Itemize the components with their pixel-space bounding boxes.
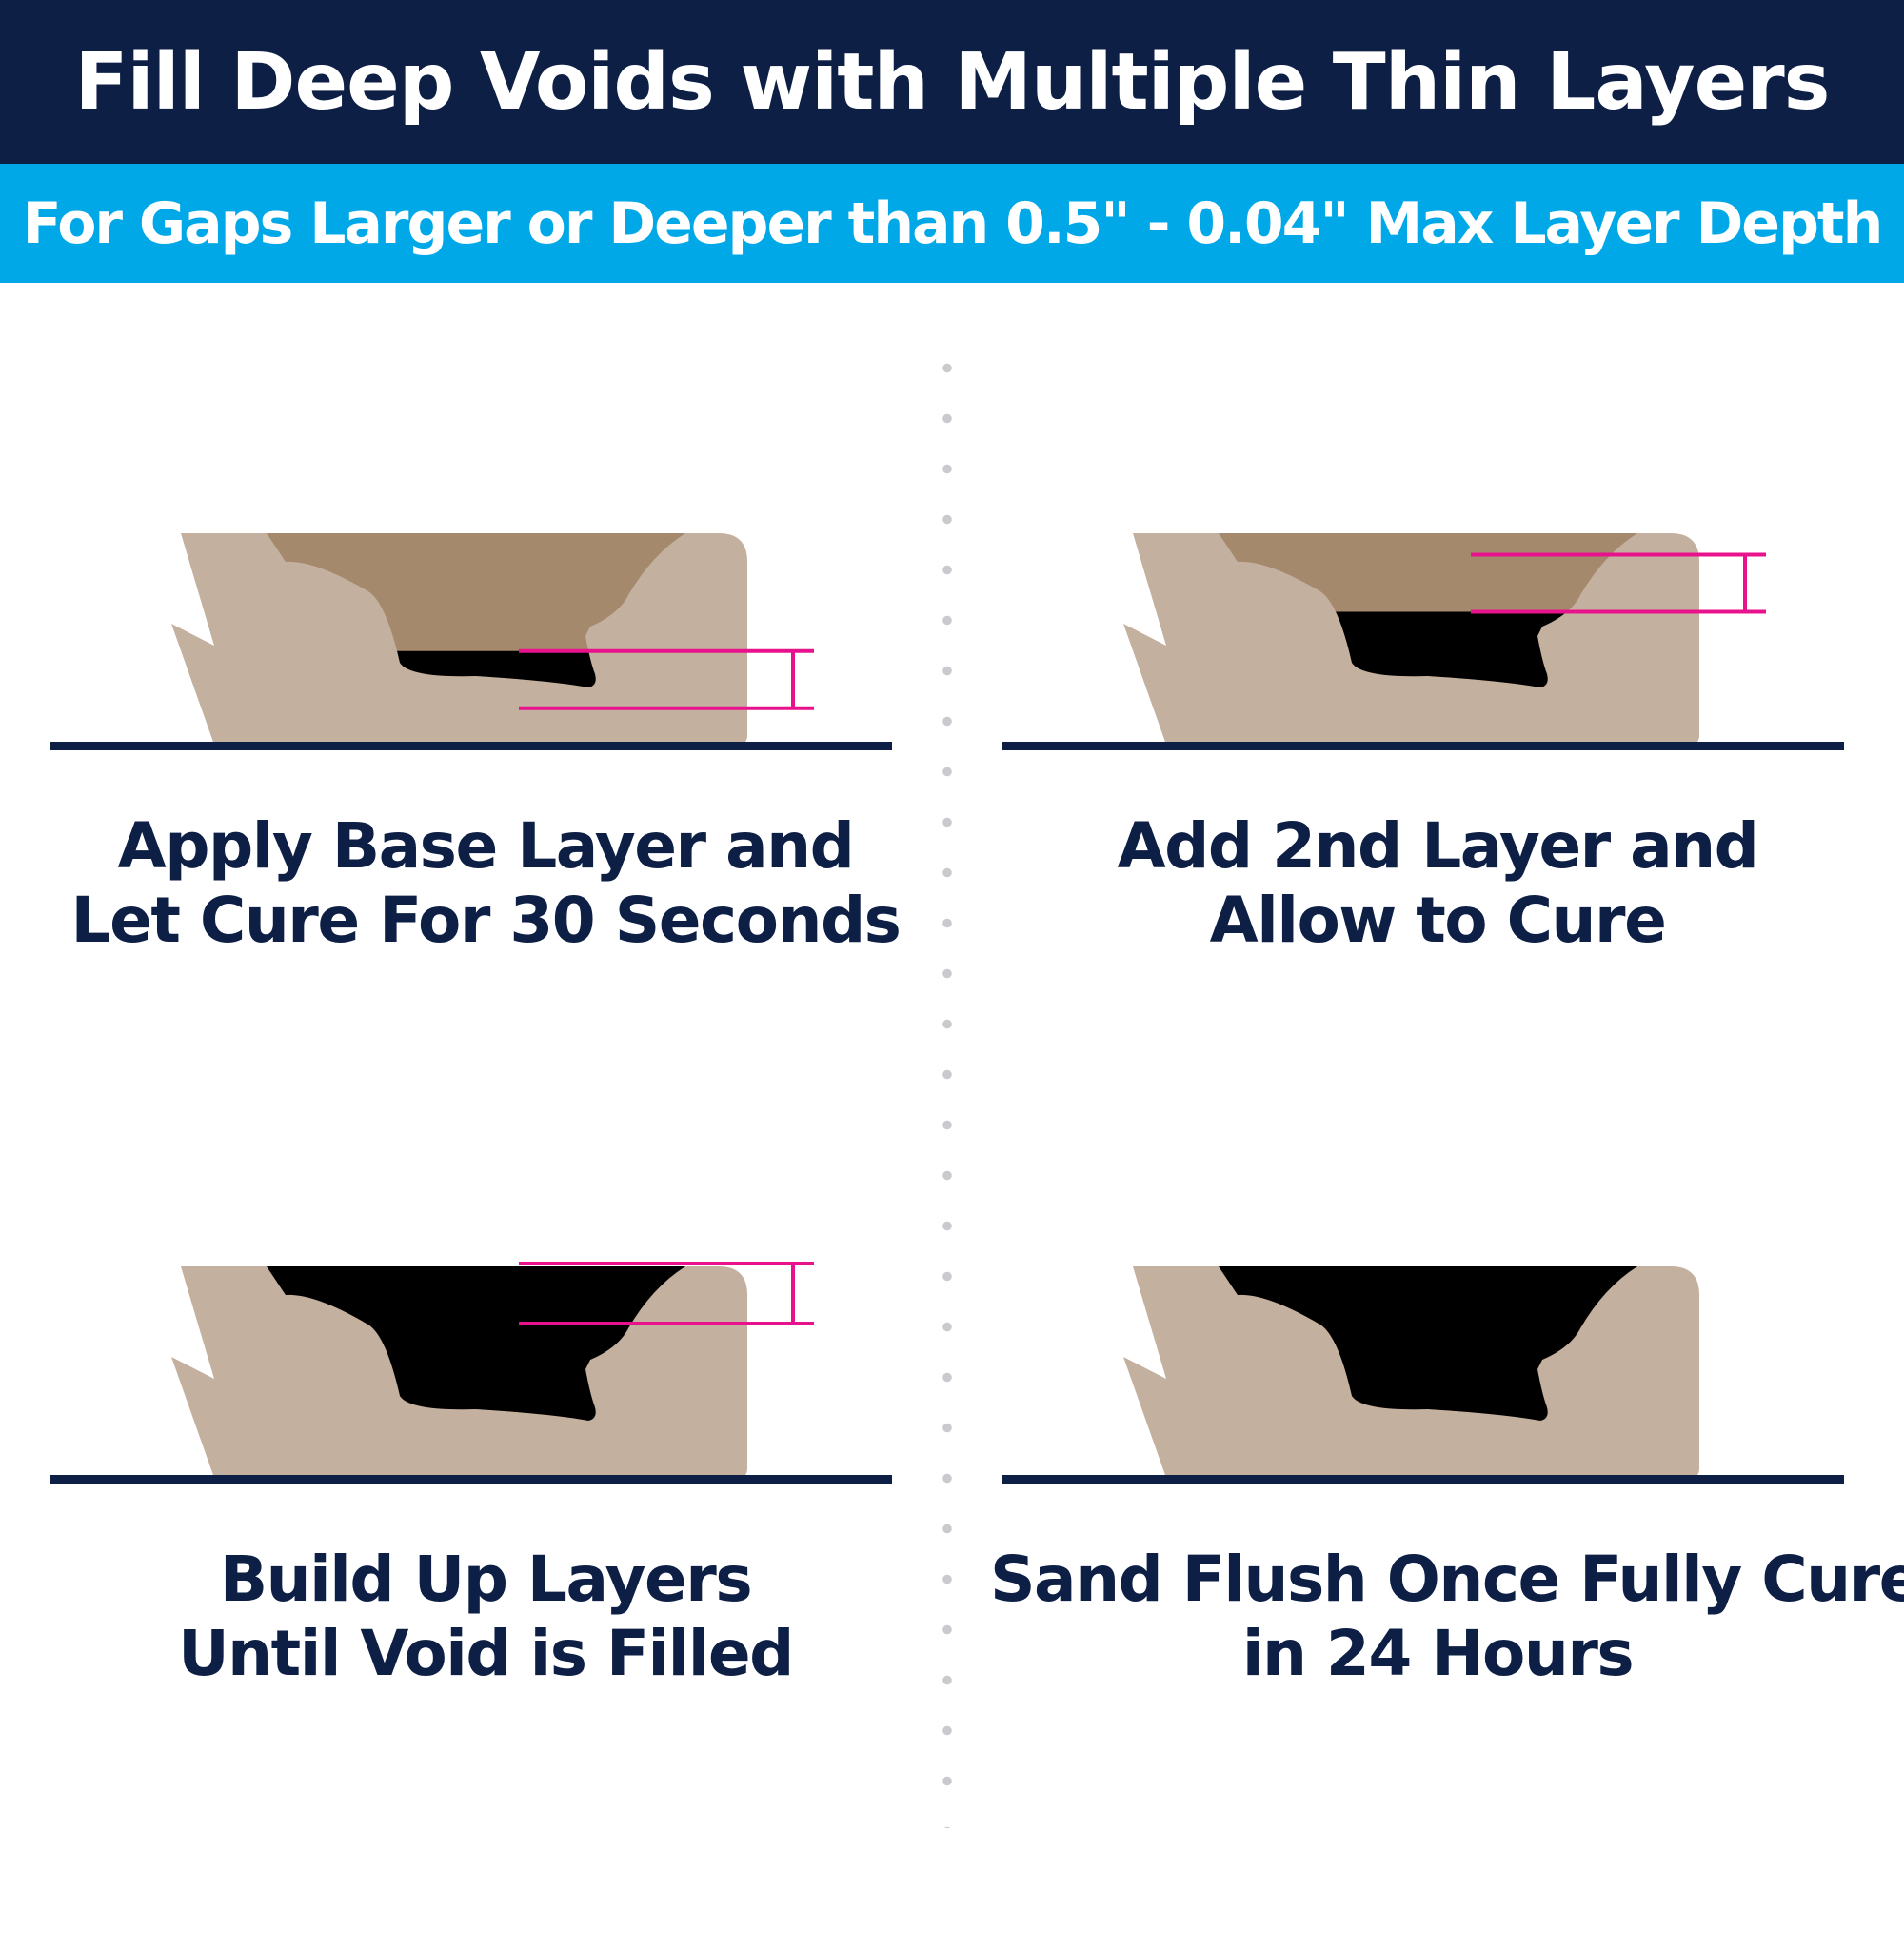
page-title-bar: Fill Deep Voids with Multiple Thin Layer… <box>0 0 1904 164</box>
layer-depth-marker <box>1471 552 1766 614</box>
step-4-caption-line-2: in 24 Hours <box>1241 1617 1635 1690</box>
step-3-caption-line-2: Until Void is Filled <box>178 1617 794 1690</box>
step-panel-1: Apply Base Layer and Let Cure For 30 Sec… <box>38 495 933 1219</box>
step-3-caption-line-1: Build Up Layers <box>219 1543 753 1616</box>
filler-layer <box>1219 1266 1637 1421</box>
column-divider <box>942 343 952 1828</box>
base-surface-line <box>50 742 892 750</box>
step-panel-4: Sand Flush Once Fully Cured in 24 Hours <box>990 1228 1904 1952</box>
step-1-caption-line-1: Apply Base Layer and <box>117 809 855 883</box>
step-4-caption-line-1: Sand Flush Once Fully Cured <box>990 1543 1904 1616</box>
layer-depth-marker <box>519 648 814 710</box>
subtitle-bar: For Gaps Larger or Deeper than 0.5" - 0.… <box>0 164 1904 283</box>
layer-depth-marker <box>519 1262 814 1325</box>
page-title: Fill Deep Voids with Multiple Thin Layer… <box>74 36 1831 128</box>
base-surface-line <box>1002 1475 1844 1484</box>
step-2-caption: Add 2nd Layer and Allow to Cure <box>990 809 1885 958</box>
base-surface-line <box>50 1475 892 1484</box>
step-4-caption: Sand Flush Once Fully Cured in 24 Hours <box>990 1543 1904 1691</box>
step-3-caption: Build Up Layers Until Void is Filled <box>38 1543 933 1691</box>
step-2-illustration <box>1002 533 1844 750</box>
void-cavity <box>267 533 685 687</box>
step-1-caption-line-2: Let Cure For 30 Seconds <box>70 884 902 957</box>
step-1-illustration <box>50 533 892 750</box>
step-2-caption-line-1: Add 2nd Layer and <box>1117 809 1759 883</box>
filler-layer <box>267 1266 685 1421</box>
step-panel-3: Build Up Layers Until Void is Filled <box>38 1228 933 1952</box>
step-panel-2: Add 2nd Layer and Allow to Cure <box>990 495 1885 1219</box>
step-3-illustration <box>50 1262 892 1484</box>
step-4-illustration <box>1002 1266 1844 1484</box>
step-2-caption-line-2: Allow to Cure <box>1209 884 1667 957</box>
page-subtitle: For Gaps Larger or Deeper than 0.5" - 0.… <box>22 189 1884 257</box>
base-surface-line <box>1002 742 1844 750</box>
step-1-caption: Apply Base Layer and Let Cure For 30 Sec… <box>38 809 933 958</box>
